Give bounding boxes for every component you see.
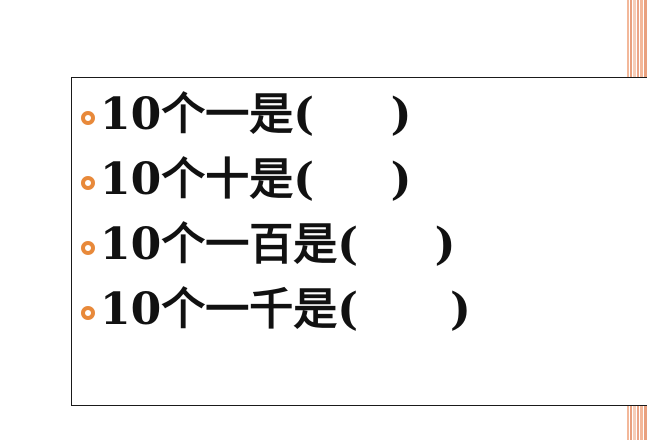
circle-bullet-icon — [81, 110, 95, 125]
list-item: 10个一百是( ) — [81, 212, 471, 277]
list-item-text: 10个一是( ) — [100, 88, 412, 140]
circle-bullet-icon — [81, 305, 95, 320]
list-item-text: 10个一百是( ) — [100, 218, 456, 270]
list-item: 10个一是( ) — [81, 82, 471, 147]
circle-bullet-icon — [81, 175, 95, 190]
bullet-list: 10个一是( ) 10个十是( ) 10个一百是( ) 10个一千是( ) — [81, 82, 471, 342]
list-item-text: 10个一千是( ) — [100, 283, 471, 335]
list-item: 10个十是( ) — [81, 147, 471, 212]
list-item: 10个一千是( ) — [81, 277, 471, 342]
content-box: 10个一是( ) 10个十是( ) 10个一百是( ) 10个一千是( ) — [71, 77, 647, 406]
circle-bullet-icon — [81, 240, 95, 255]
list-item-text: 10个十是( ) — [100, 153, 412, 205]
